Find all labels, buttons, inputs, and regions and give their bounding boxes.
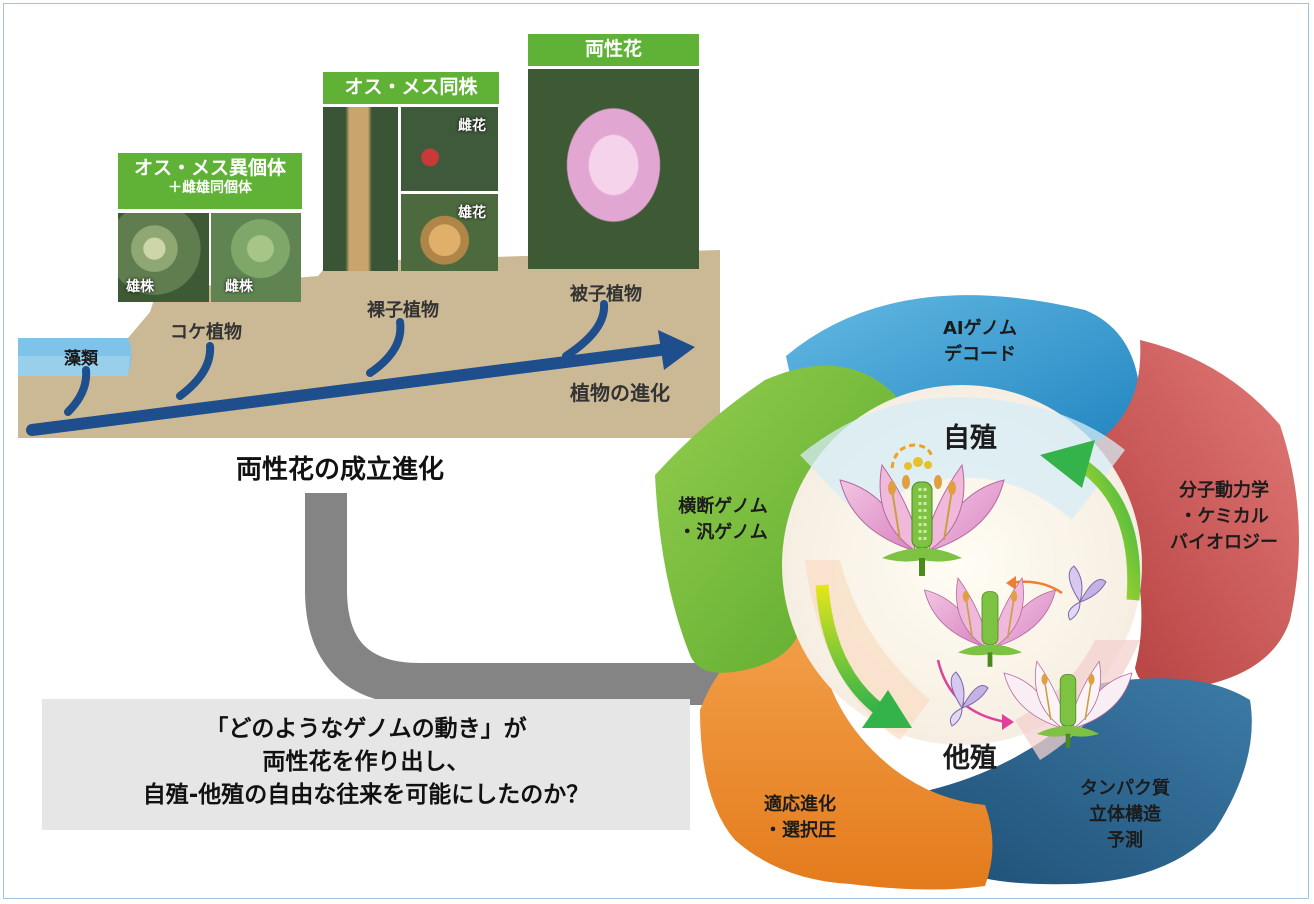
pine-photo-male: 雄花 <box>401 194 498 271</box>
label-moss: コケ植物 <box>170 322 242 343</box>
petal-adaptive <box>700 620 993 890</box>
label-protein-structure: タンパク質 立体構造 予測 <box>1060 776 1190 854</box>
label-outcrossing: 他殖 <box>943 743 997 774</box>
label-male-flower: 雄花 <box>458 205 486 221</box>
caption-bisexual-flower-evolution: 両性花の成立進化 <box>236 455 445 485</box>
moss-photo-female: 雌株 <box>211 213 301 302</box>
tag-moss: オス・メス異個体 ＋雌雄同個体 <box>118 153 302 209</box>
label-selfing: 自殖 <box>943 423 997 454</box>
pine-photo-main <box>323 107 398 271</box>
label-adaptive-line-1: 適応進化 <box>764 794 836 815</box>
flower-outcross-2 <box>1003 660 1133 748</box>
label-pangenome-line-1: 横断ゲノム <box>678 496 768 517</box>
outcross-zone-left <box>805 560 930 740</box>
pine-photo-female: 雌花 <box>401 107 498 191</box>
flow-arrow <box>305 493 770 705</box>
branch-algae <box>64 366 91 416</box>
flower-selfing <box>839 463 1005 576</box>
self-pollen-arrow <box>890 443 934 469</box>
flower-outcross-1 <box>923 576 1057 667</box>
branch-moss <box>176 342 215 400</box>
label-protein-line-1: タンパク質 <box>1080 778 1170 799</box>
label-adaptive-line-2: ・選択圧 <box>764 820 836 841</box>
label-female-flower: 雌花 <box>458 118 486 134</box>
label-molecular-dynamics: 分子動力学 ・ケミカル バイオロジー <box>1148 478 1300 556</box>
tag-gymnosperm-main: オス・メス同株 <box>344 76 478 98</box>
arrow-to-outcross <box>815 584 885 716</box>
tag-moss-main: オス・メス異個体 <box>133 157 286 179</box>
label-md-line-1: 分子動力学 <box>1179 480 1269 501</box>
label-md-line-2: ・ケミカル <box>1179 506 1269 527</box>
label-protein-line-2: 立体構造 <box>1089 804 1161 825</box>
label-pangenome-line-2: ・汎ゲノム <box>678 522 768 543</box>
tag-gymnosperm: オス・メス同株 <box>323 72 499 104</box>
label-ai-line-1: AIゲノム <box>942 318 1018 339</box>
branch-gymno <box>366 318 405 377</box>
butterfly-upper <box>1067 565 1107 621</box>
label-plant-evolution: 植物の進化 <box>570 381 670 405</box>
tag-angiosperm: 両性花 <box>528 34 699 66</box>
tag-moss-sub: ＋雌雄同個体 <box>168 179 252 196</box>
arrow-to-selfing <box>1078 459 1141 601</box>
label-ai-genome-decode: AIゲノム デコード <box>920 316 1040 368</box>
question-line-1: 「どのようなゲノムの動き」が <box>205 716 527 742</box>
question-line-3: 自殖-他殖の自由な往来を可能にしたのか？ <box>142 782 590 808</box>
butterfly-lower <box>949 671 989 727</box>
label-gymnosperm: 裸子植物 <box>367 300 439 321</box>
research-question-box: 「どのようなゲノムの動き」が 両性花を作り出し、 自殖-他殖の自由な往来を可能に… <box>42 699 690 830</box>
label-pangenome: 横断ゲノム ・汎ゲノム <box>663 494 783 546</box>
moss-photo-male: 雄株 <box>118 213 209 302</box>
lily-photo <box>528 69 699 269</box>
evolution-arrow-head <box>658 330 695 370</box>
evolution-arrow <box>26 344 666 436</box>
petal-protein <box>929 678 1252 885</box>
label-protein-line-3: 予測 <box>1107 830 1143 851</box>
arrow-to-outcross-head <box>862 690 912 728</box>
label-female-plant: 雌株 <box>225 279 253 295</box>
label-angiosperm: 被子植物 <box>570 284 642 305</box>
water-fade <box>18 356 130 376</box>
label-md-line-3: バイオロジー <box>1170 532 1278 553</box>
branch-angio <box>562 300 609 360</box>
label-male-plant: 雄株 <box>126 279 154 295</box>
label-algae: 藻類 <box>64 349 98 369</box>
figure-border <box>3 3 1309 899</box>
tag-angiosperm-main: 両性花 <box>584 38 642 60</box>
question-line-2: 両性花を作り出し、 <box>262 749 470 775</box>
label-adaptive-evolution: 適応進化 ・選択圧 <box>745 792 855 844</box>
petal-molecular <box>1080 340 1299 691</box>
arrow-to-selfing-head <box>1040 440 1095 488</box>
label-ai-line-2: デコード <box>944 344 1016 365</box>
